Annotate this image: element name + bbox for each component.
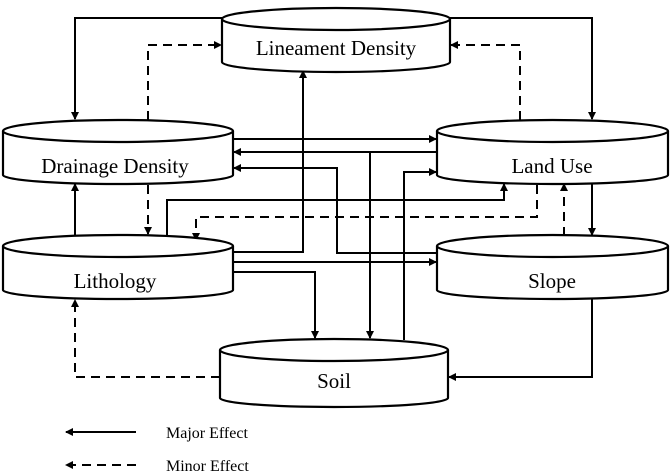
node-label: Land Use: [511, 154, 592, 178]
node-soil: Soil: [218, 337, 450, 409]
node-label: Soil: [317, 369, 351, 393]
node-label: Lithology: [74, 269, 157, 293]
arrow-lineament-to-drainage: [71, 17, 222, 120]
node-land-use: Land Use: [435, 118, 670, 186]
arrow-lithology-to-landuse: [166, 183, 508, 237]
legend: Major Effect Minor Effect: [65, 425, 249, 474]
node-drainage-density: Drainage Density: [1, 118, 235, 186]
arrow-slope-to-drainage: [233, 164, 437, 254]
arrow-landuse-to-lineament-minor: [450, 41, 521, 120]
node-slope: Slope: [435, 233, 670, 301]
arrow-lithology-to-lineament: [233, 70, 307, 253]
connectors: [71, 17, 596, 381]
node-lithology: Lithology: [1, 233, 235, 301]
arrow-lineament-to-landuse: [450, 17, 596, 120]
legend-major-label: Major Effect: [166, 425, 248, 442]
arrow-soil-to-lithology-minor: [71, 299, 220, 378]
arrow-drainage-to-lineament-minor: [147, 41, 222, 120]
node-label: Drainage Density: [41, 154, 189, 178]
arrow-lithology-to-soil: [233, 271, 319, 339]
arrow-slope-to-soil: [448, 299, 593, 381]
legend-minor-label: Minor Effect: [166, 458, 249, 474]
node-label: Slope: [528, 269, 576, 293]
arrow-soil-to-landuse: [403, 168, 437, 340]
node-lineament-density: Lineament Density: [220, 6, 452, 74]
node-label: Lineament Density: [256, 36, 417, 60]
arrow-landuse-to-lithology-minor: [192, 185, 538, 241]
